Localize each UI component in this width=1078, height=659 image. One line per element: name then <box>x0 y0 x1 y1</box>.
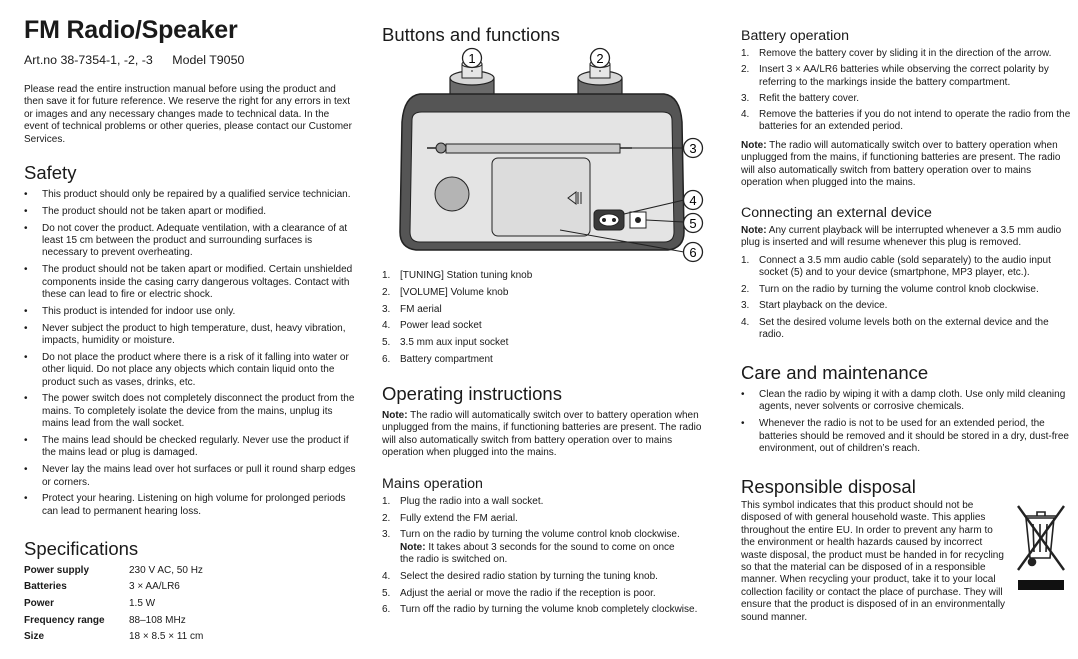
external-step: 4.Set the desired volume levels both on … <box>741 316 1049 341</box>
spec-value: 88–108 MHz <box>129 614 186 626</box>
component-item: 4.Power lead socket <box>382 320 482 332</box>
spec-value: 3 × AA/LR6 <box>129 581 180 593</box>
safety-item: The product should not be taken apart or… <box>24 206 356 219</box>
buttons-heading: Buttons and functions <box>382 24 560 45</box>
spec-row: Size 18 × 8.5 × 11 cm <box>24 628 203 645</box>
spec-row: Batteries 3 × AA/LR6 <box>24 579 203 596</box>
callout-label: 2 <box>596 51 603 66</box>
mains-step: 5.Adjust the aerial or move the radio if… <box>382 587 656 599</box>
battery-step: 3.Refit the battery cover. <box>741 92 860 104</box>
care-item: Whenever the radio is not to be used for… <box>741 418 1071 455</box>
battery-steps: 1.Remove the battery cover by sliding it… <box>741 48 1071 134</box>
external-note: Note: Any current playback will be inter… <box>741 225 1062 249</box>
aux-socket-illustration <box>629 211 647 229</box>
callout-6: 6 <box>682 241 704 263</box>
care-list: Clean the radio by wiping it with a damp… <box>741 389 1071 455</box>
component-item: 2.[VOLUME] Volume knob <box>382 286 509 298</box>
disposal-heading: Responsible disposal <box>741 476 916 497</box>
operating-note: Note: The radio will automatically switc… <box>382 410 702 459</box>
callout-5: 5 <box>682 212 704 234</box>
weee-crossed-bin-icon <box>1017 505 1065 590</box>
spec-key: Batteries <box>24 581 67 593</box>
external-steps: 1.Connect a 3.5 mm audio cable (sold sep… <box>741 255 1071 341</box>
callout-2: 2 <box>589 47 611 69</box>
spec-key: Size <box>24 631 45 643</box>
page-title: FM Radio/Speaker <box>24 16 238 44</box>
safety-item: Do not cover the product. Adequate venti… <box>24 223 356 260</box>
component-item: 1.[TUNING] Station tuning knob <box>382 270 533 281</box>
safety-item: Do not place the product where there is … <box>24 352 356 389</box>
external-step: 2.Turn on the radio by turning the volum… <box>741 283 1039 295</box>
disposal-text: This symbol indicates that this product … <box>741 500 1006 623</box>
safety-item: Never subject the product to high temper… <box>24 323 356 348</box>
specifications-heading: Specifications <box>24 538 139 559</box>
mains-heading: Mains operation <box>382 476 483 492</box>
battery-compartment-illustration <box>491 157 591 237</box>
battery-note: Note: The radio will automatically switc… <box>741 140 1061 189</box>
safety-item: This product is intended for indoor use … <box>24 306 356 319</box>
intro-text: Please read the entire instruction manua… <box>24 84 352 145</box>
component-item: 6.Battery compartment <box>382 353 493 365</box>
safety-list: This product should only be repaired by … <box>24 189 356 518</box>
mains-step: 6.Turn off the radio by turning the volu… <box>382 604 698 616</box>
safety-item: Never lay the mains lead over hot surfac… <box>24 464 356 489</box>
article-number: Art.no 38-7354-1, -2, -3 Model T9050 <box>24 53 260 67</box>
mains-step: 2.Fully extend the FM aerial. <box>382 512 518 524</box>
battery-step: 4.Remove the batteries if you do not int… <box>741 109 1071 133</box>
callout-label: 5 <box>689 216 696 231</box>
safety-item: The mains lead should be checked regular… <box>24 435 356 460</box>
callout-label: 1 <box>468 51 475 66</box>
components-list: 1.[TUNING] Station tuning knob 2.[VOLUME… <box>382 268 712 369</box>
mains-step: 4.Select the desired radio station by tu… <box>382 570 658 582</box>
aerial-illustration <box>427 142 632 154</box>
spec-row: Power 1.5 W <box>24 595 203 612</box>
callout-3: 3 <box>682 137 704 159</box>
safety-item: Protect your hearing. Listening on high … <box>24 493 356 518</box>
battery-heading: Battery operation <box>741 28 850 44</box>
operating-heading: Operating instructions <box>382 383 562 404</box>
mains-steps: 1.Plug the radio into a wall socket. 2.F… <box>382 496 717 617</box>
component-item: 3.FM aerial <box>382 303 442 315</box>
model-number: Model T9050 <box>172 53 245 67</box>
spec-value: 230 V AC, 50 Hz <box>129 564 203 576</box>
callout-4: 4 <box>682 189 704 211</box>
mains-step: 1.Plug the radio into a wall socket. <box>382 496 544 507</box>
external-step: 3.Start playback on the device. <box>741 300 888 312</box>
spec-key: Frequency range <box>24 614 105 626</box>
component-item: 5.3.5 mm aux input socket <box>382 337 509 349</box>
safety-item: The product should not be taken apart or… <box>24 264 356 301</box>
callout-1: 1 <box>461 47 483 69</box>
battery-step: 2.Insert 3 × AA/LR6 batteries while obse… <box>741 64 1049 88</box>
power-socket-illustration <box>593 209 625 231</box>
callout-label: 3 <box>689 141 696 156</box>
radio-rear-diagram: 1 2 3 4 5 6 <box>399 47 704 263</box>
spec-row: Frequency range 88–108 MHz <box>24 612 203 629</box>
mains-step: 3.Turn on the radio by turning the volum… <box>382 529 680 566</box>
external-step: 1.Connect a 3.5 mm audio cable (sold sep… <box>741 255 1051 279</box>
spec-value: 1.5 W <box>129 597 156 609</box>
safety-item: This product should only be repaired by … <box>24 189 356 202</box>
care-heading: Care and maintenance <box>741 362 929 383</box>
care-item: Clean the radio by wiping it with a damp… <box>741 389 1071 414</box>
safety-heading: Safety <box>24 162 77 183</box>
callout-label: 6 <box>689 245 696 260</box>
battery-step: 1.Remove the battery cover by sliding it… <box>741 48 1052 59</box>
callout-label: 4 <box>689 193 696 208</box>
specifications-table: Power supply 230 V AC, 50 Hz Batteries 3 ×… <box>24 562 203 645</box>
safety-item: The power switch does not completely dis… <box>24 393 356 430</box>
art-number: Art.no 38-7354-1, -2, -3 <box>24 53 153 67</box>
external-heading: Connecting an external device <box>741 205 932 221</box>
spec-key: Power supply <box>24 564 90 576</box>
spec-value: 18 × 8.5 × 11 cm <box>129 631 204 643</box>
spec-key: Power <box>24 597 55 609</box>
spec-row: Power supply 230 V AC, 50 Hz <box>24 562 203 579</box>
